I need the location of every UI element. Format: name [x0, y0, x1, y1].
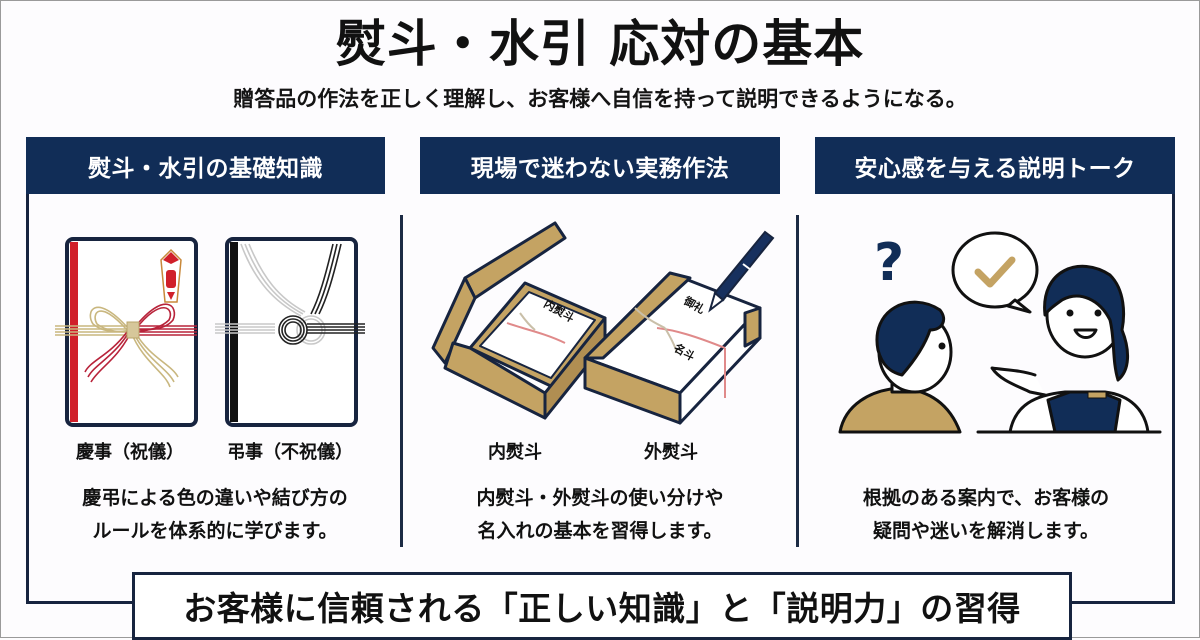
- question-mark-icon: ?: [874, 233, 904, 293]
- staff-icon: [990, 264, 1150, 434]
- summary-banner: お客様に信頼される「正しい知識」と「説明力」の習得: [132, 572, 1072, 640]
- label-condolence: 弔事（不祝儀）: [227, 442, 353, 463]
- column-divider: [400, 215, 403, 547]
- frame-bottom-right: [1068, 601, 1175, 604]
- description-line: ルールを体系的に学びます。: [92, 520, 338, 542]
- label-outer-noshi: 外熨斗: [644, 442, 698, 463]
- page-subtitle: 贈答品の作法を正しく理解し、お客様へ自信を持って説明できるようになる。: [233, 87, 967, 111]
- frame-left: [26, 190, 29, 604]
- envelope-pair-icon: [55, 237, 365, 427]
- customer-staff-conversation-icon: ?: [838, 231, 1162, 434]
- label-inner-noshi: 内熨斗: [488, 442, 542, 463]
- description-talk: 根拠のある案内で、お客様の 疑問や迷いを解消します。: [800, 482, 1172, 548]
- description-line: 内熨斗・外熨斗の使い分けや: [476, 487, 724, 509]
- description-basics: 慶弔による色の違いや結び方の ルールを体系的に学びます。: [30, 482, 400, 548]
- description-line: 根拠のある案内で、お客様の: [862, 487, 1110, 509]
- label-celebration: 慶事（祝儀）: [76, 442, 184, 463]
- page-title: 熨斗・水引 応対の基本: [335, 15, 865, 73]
- description-line: 名入れの基本を習得します。: [477, 520, 723, 542]
- pen-icon: [708, 230, 775, 313]
- column-header-basics: 熨斗・水引の基礎知識: [26, 137, 385, 194]
- gift-box-pair-icon: 内熨斗 御礼 名斗: [431, 221, 775, 425]
- inner-noshi-box-icon: [431, 221, 607, 420]
- outer-noshi-box-icon: [583, 271, 762, 425]
- description-line: 慶弔による色の違いや結び方の: [82, 487, 348, 509]
- speech-bubble-icon: [951, 231, 1039, 314]
- condolence-envelope-icon: [215, 237, 365, 427]
- column-header-label: 安心感を与える説明トーク: [854, 155, 1136, 182]
- summary-banner-text: お客様に信頼される「正しい知識」と「説明力」の習得: [183, 589, 1021, 628]
- column-header-practice: 現場で迷わない実務作法: [420, 137, 780, 194]
- customer-icon: [838, 300, 962, 434]
- description-line: 疑問や迷いを解消します。: [872, 520, 1100, 542]
- frame-right: [1172, 190, 1175, 604]
- description-practice: 内熨斗・外熨斗の使い分けや 名入れの基本を習得します。: [404, 482, 796, 548]
- celebration-envelope-icon: [55, 237, 198, 427]
- column-header-label: 現場で迷わない実務作法: [470, 155, 730, 182]
- column-header-talk: 安心感を与える説明トーク: [815, 137, 1175, 194]
- frame-bottom-left: [26, 601, 134, 604]
- column-header-label: 熨斗・水引の基礎知識: [88, 155, 323, 182]
- column-divider: [796, 215, 799, 547]
